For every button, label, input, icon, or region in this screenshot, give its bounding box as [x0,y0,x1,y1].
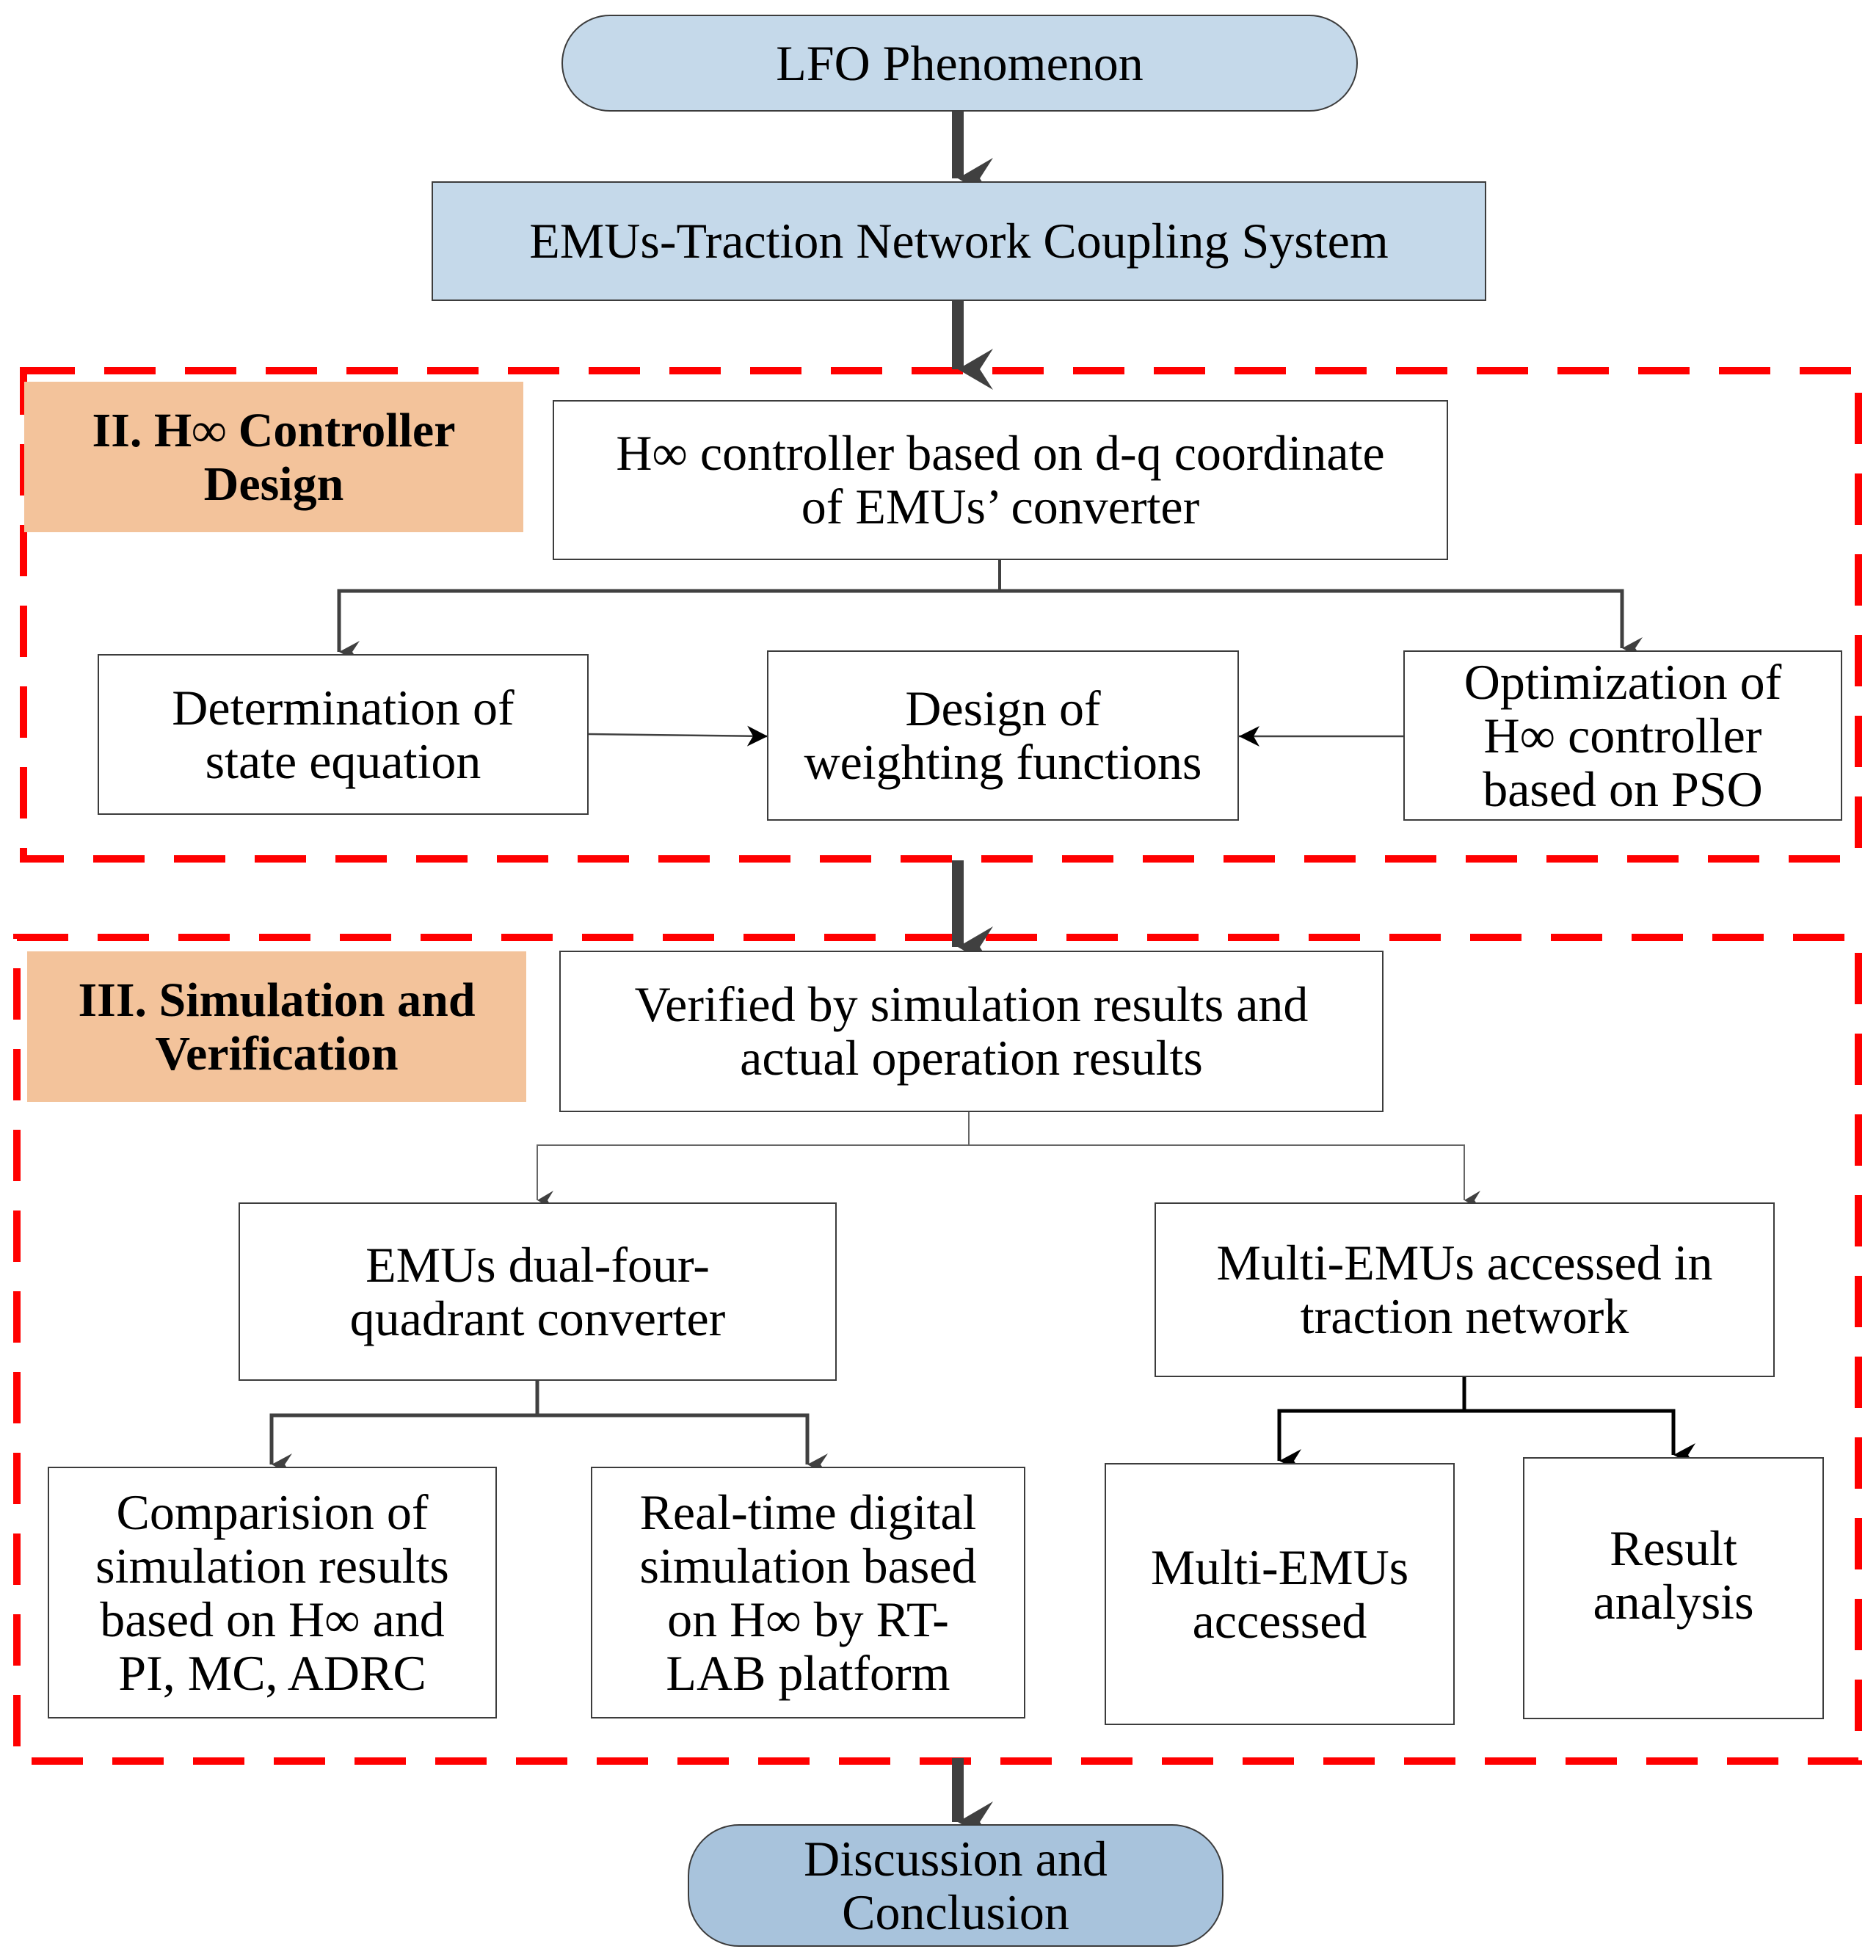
weighting-line1: Design of [905,680,1101,736]
comparison-node: Comparision of simulation results based … [48,1467,497,1718]
comparison-line4: PI, MC, ADRC [118,1644,426,1701]
verified-line1: Verified by simulation results and [634,976,1309,1032]
arrow-hinf-to-pso [1000,589,1643,659]
pso-line2: H∞ controller [1483,707,1762,763]
multi-network-line1: Multi-EMUs accessed in [1216,1235,1713,1291]
realtime-line2: simulation based [639,1537,977,1594]
accessed-line2: accessed [1192,1592,1367,1649]
state-eq-line2: state equation [205,733,481,789]
arrow-verified-to-multi [969,1144,1480,1210]
realtime-line4: LAB platform [666,1644,950,1701]
conclusion-node: Discussion and Conclusion [688,1824,1224,1947]
hinf-line1: H∞ controller based on d-q coordinate [616,425,1385,481]
arrow-verified-to-dual [537,1144,969,1210]
section2-label: II. H∞ Controller Design [24,382,523,532]
comparison-line3: based on H∞ and [100,1591,445,1647]
coupling-text: EMUs-Traction Network Coupling System [529,213,1389,269]
result-line2: analysis [1593,1573,1754,1630]
pso-line3: based on PSO [1483,761,1763,817]
section2-frame [20,367,1862,863]
arrow-multi-to-accessed [1277,1409,1464,1473]
section3-label: III. Simulation and Verification [27,951,526,1102]
section3-label-line2: Verification [155,1026,399,1081]
section2-label-line1: II. H∞ Controller [92,403,456,457]
result-analysis-node: Result analysis [1523,1457,1824,1719]
pso-line1: Optimization of [1464,653,1782,710]
conclusion-line2: Conclusion [842,1884,1069,1940]
verified-node: Verified by simulation results and actua… [559,951,1384,1112]
hinf-line2: of EMUs’ converter [801,479,1200,534]
realtime-line1: Real-time digital [639,1484,977,1540]
state-equation-node: Determination of state equation [98,654,589,815]
section2-label-line2: Design [203,457,344,511]
weighting-line2: weighting functions [804,734,1202,790]
arrow-dual-to-realtime [537,1413,828,1476]
coupling-system-node: EMUs-Traction Network Coupling System [432,181,1486,301]
result-line1: Result [1610,1520,1737,1576]
pso-optimization-node: Optimization of H∞ controller based on P… [1403,650,1842,821]
multi-emus-network-node: Multi-EMUs accessed in traction network [1155,1202,1775,1377]
verified-line2: actual operation results [740,1030,1203,1086]
arrow-hinf-to-state [337,589,1000,663]
accessed-line1: Multi-EMUs [1150,1539,1409,1595]
conclusion-line1: Discussion and [804,1830,1108,1887]
section3-label-line1: III. Simulation and [78,973,476,1027]
multi-emus-accessed-node: Multi-EMUs accessed [1105,1463,1455,1725]
section3-frame [13,934,1862,1765]
realtime-line3: on H∞ by RT- [667,1591,949,1647]
comparison-line2: simulation results [95,1537,449,1594]
dual-converter-node: EMUs dual-four- quadrant converter [239,1202,837,1381]
arrow-dual-to-comparison [269,1413,537,1476]
realtime-simulation-node: Real-time digital simulation based on H∞… [591,1467,1025,1718]
hinf-controller-node: H∞ controller based on d-q coordinate of… [553,400,1448,560]
state-eq-line1: Determination of [172,679,515,736]
dual-line1: EMUs dual-four- [366,1236,710,1293]
lfo-text: LFO Phenomenon [776,35,1144,91]
arrow-state-to-weighting [588,725,768,747]
lfo-phenomenon-node: LFO Phenomenon [561,15,1358,112]
multi-network-line2: traction network [1300,1288,1629,1344]
comparison-line1: Comparision of [116,1484,429,1540]
arrow-multi-to-result [1464,1409,1695,1467]
weighting-functions-node: Design of weighting functions [767,650,1239,821]
dual-line2: quadrant converter [349,1290,726,1346]
